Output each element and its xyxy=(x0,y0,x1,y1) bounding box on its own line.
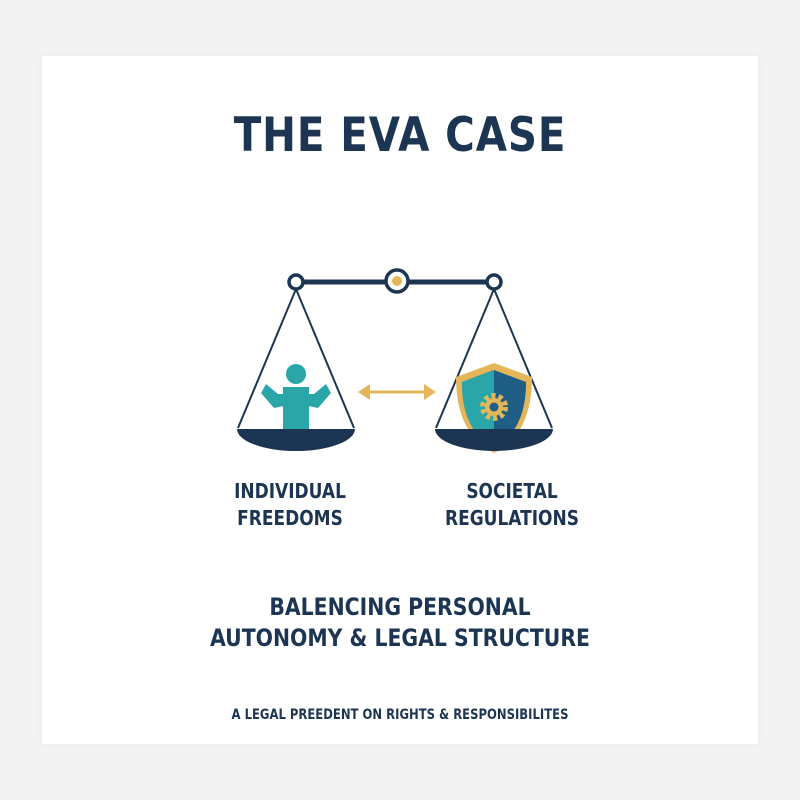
footnote: A LEGAL PREEDENT ON RIGHTS & RESPONSIBIL… xyxy=(231,707,569,723)
poster-title: THE EVA CASE xyxy=(233,108,567,163)
tagline-line-2: AUTONOMY & LEGAL STRUCTURE xyxy=(209,624,591,652)
left-pivot xyxy=(287,273,305,291)
right-label-line-1: SOCIETAL xyxy=(466,479,558,503)
left-bowl xyxy=(237,429,355,451)
left-label: INDIVIDUAL FREEDOMS xyxy=(197,478,384,532)
left-label-line-2: FREEDOMS xyxy=(237,506,343,530)
right-pan xyxy=(435,288,553,429)
poster-card xyxy=(42,56,758,744)
double-arrow-icon xyxy=(358,384,436,400)
person-icon xyxy=(261,364,331,431)
right-label: SOCIETAL REGULATIONS xyxy=(419,478,606,532)
tagline-line-1: BALENCING PERSONAL xyxy=(269,593,531,621)
right-bowl xyxy=(435,429,553,451)
left-label-line-1: INDIVIDUAL xyxy=(234,479,346,503)
center-pivot-dot xyxy=(392,276,402,286)
right-pivot xyxy=(485,273,503,291)
left-pan xyxy=(237,288,355,429)
tagline: BALENCING PERSONAL AUTONOMY & LEGAL STRU… xyxy=(60,592,740,654)
right-label-line-2: REGULATIONS xyxy=(445,506,579,530)
